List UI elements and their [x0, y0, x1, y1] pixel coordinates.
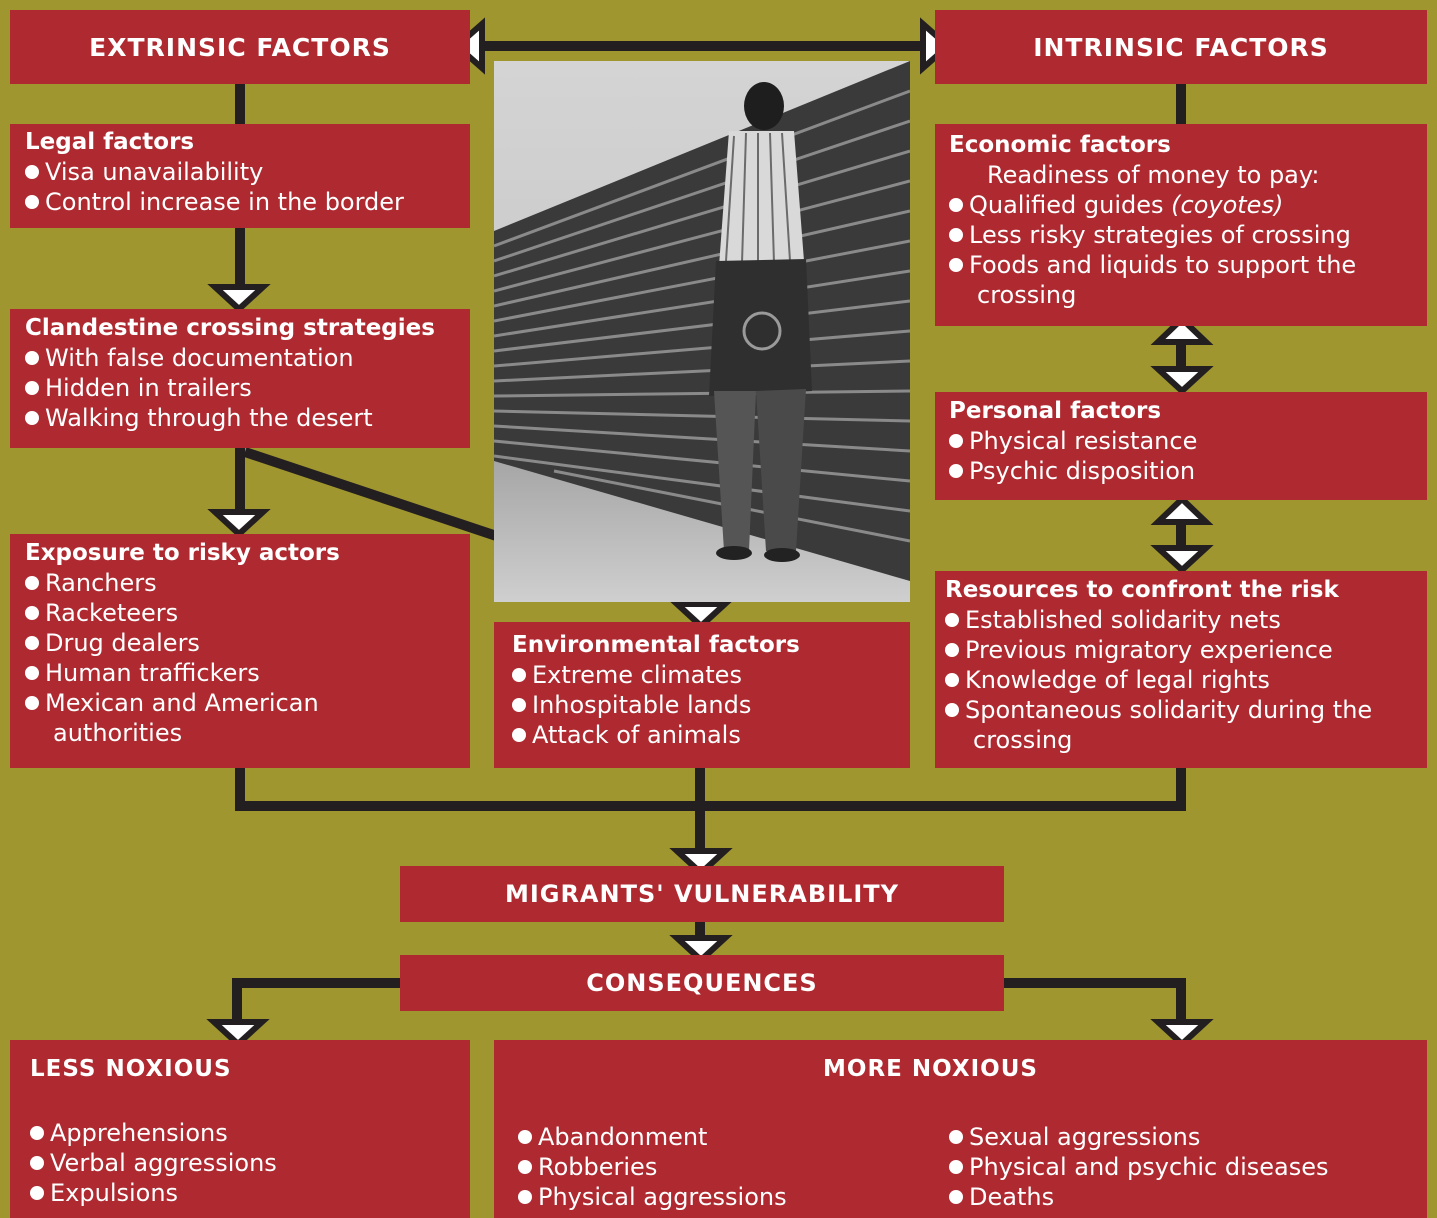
consequences-title: CONSEQUENCES — [586, 969, 818, 997]
environmental-item-1: Extreme climates — [512, 660, 910, 690]
clandestine-strategies-box: Clandestine crossing strategies With fal… — [10, 309, 470, 448]
more-noxious-box: MORE NOXIOUS Abandonment Robberies Physi… — [494, 1040, 1427, 1218]
economic-item-1: Qualified guides (coyotes) — [949, 190, 1427, 220]
resources-item-4: Spontaneous solidarity during the — [945, 695, 1427, 725]
extrinsic-factors-title: EXTRINSIC FACTORS — [89, 32, 391, 62]
legal-item-2: Control increase in the border — [25, 187, 470, 217]
more-noxious-left-item-1: Abandonment — [518, 1122, 787, 1152]
economic-intro: Readiness of money to pay: — [987, 161, 1320, 189]
less-noxious-title: LESS NOXIOUS — [30, 1056, 232, 1082]
exposure-item-4: Human traffickers — [25, 658, 470, 688]
resources-item-1: Established solidarity nets — [945, 605, 1427, 635]
economic-item-2: Less risky strategies of crossing — [949, 220, 1427, 250]
border-fence-photo — [494, 61, 910, 602]
economic-title: Economic factors — [949, 132, 1171, 158]
environmental-item-2: Inhospitable lands — [512, 690, 910, 720]
more-noxious-right-item-3: Deaths — [949, 1182, 1329, 1212]
exposure-risky-actors-box: Exposure to risky actors Ranchers Racket… — [10, 534, 470, 768]
exposure-item-5: Mexican and American — [25, 688, 470, 718]
personal-item-1: Physical resistance — [949, 426, 1427, 456]
personal-item-2: Psychic disposition — [949, 456, 1427, 486]
less-noxious-item-3: Expulsions — [30, 1178, 470, 1208]
less-noxious-item-2: Verbal aggressions — [30, 1148, 470, 1178]
more-noxious-left-item-3: Physical aggressions — [518, 1182, 787, 1212]
exposure-item-3: Drug dealers — [25, 628, 470, 658]
more-noxious-right-item-1: Sexual aggressions — [949, 1122, 1329, 1152]
extrinsic-factors-header: EXTRINSIC FACTORS — [10, 10, 470, 84]
clandestine-item-3: Walking through the desert — [25, 403, 470, 433]
less-noxious-box: LESS NOXIOUS Apprehensions Verbal aggres… — [10, 1040, 470, 1218]
exposure-item-1: Ranchers — [25, 568, 470, 598]
resources-item-4-continuation: crossing — [973, 726, 1073, 754]
clandestine-item-1: With false documentation — [25, 343, 470, 373]
economic-item-3-continuation: crossing — [977, 281, 1077, 309]
exposure-item-5-continuation: authorities — [53, 719, 183, 747]
more-noxious-left-item-2: Robberies — [518, 1152, 787, 1182]
exposure-title: Exposure to risky actors — [25, 540, 340, 566]
personal-title: Personal factors — [949, 398, 1162, 424]
legal-factors-title: Legal factors — [25, 129, 195, 155]
less-noxious-item-1: Apprehensions — [30, 1118, 470, 1148]
migrants-vulnerability-box: MIGRANTS' VULNERABILITY — [400, 866, 1004, 922]
environmental-factors-box: Environmental factors Extreme climates I… — [494, 622, 910, 768]
personal-factors-box: Personal factors Physical resistance Psy… — [935, 392, 1427, 500]
resources-risk-box: Resources to confront the risk Establish… — [935, 571, 1427, 768]
more-noxious-title: MORE NOXIOUS — [823, 1056, 1038, 1082]
consequences-box: CONSEQUENCES — [400, 955, 1004, 1011]
economic-item-3: Foods and liquids to support the — [949, 250, 1427, 280]
clandestine-title: Clandestine crossing strategies — [25, 315, 435, 341]
environmental-title: Environmental factors — [512, 632, 800, 658]
legal-item-1: Visa unavailability — [25, 157, 470, 187]
more-noxious-right-item-2: Physical and psychic diseases — [949, 1152, 1329, 1182]
resources-item-2: Previous migratory experience — [945, 635, 1427, 665]
economic-item-1-italic: (coyotes) — [1171, 191, 1284, 219]
migrants-vulnerability-title: MIGRANTS' VULNERABILITY — [504, 880, 900, 908]
intrinsic-factors-title: INTRINSIC FACTORS — [1033, 32, 1329, 62]
resources-item-3: Knowledge of legal rights — [945, 665, 1427, 695]
resources-title: Resources to confront the risk — [945, 577, 1339, 603]
exposure-item-2: Racketeers — [25, 598, 470, 628]
environmental-item-3: Attack of animals — [512, 720, 910, 750]
clandestine-item-2: Hidden in trailers — [25, 373, 470, 403]
economic-factors-box: Economic factors Readiness of money to p… — [935, 124, 1427, 326]
legal-factors-box: Legal factors Visa unavailability Contro… — [10, 124, 470, 228]
intrinsic-factors-header: INTRINSIC FACTORS — [935, 10, 1427, 84]
